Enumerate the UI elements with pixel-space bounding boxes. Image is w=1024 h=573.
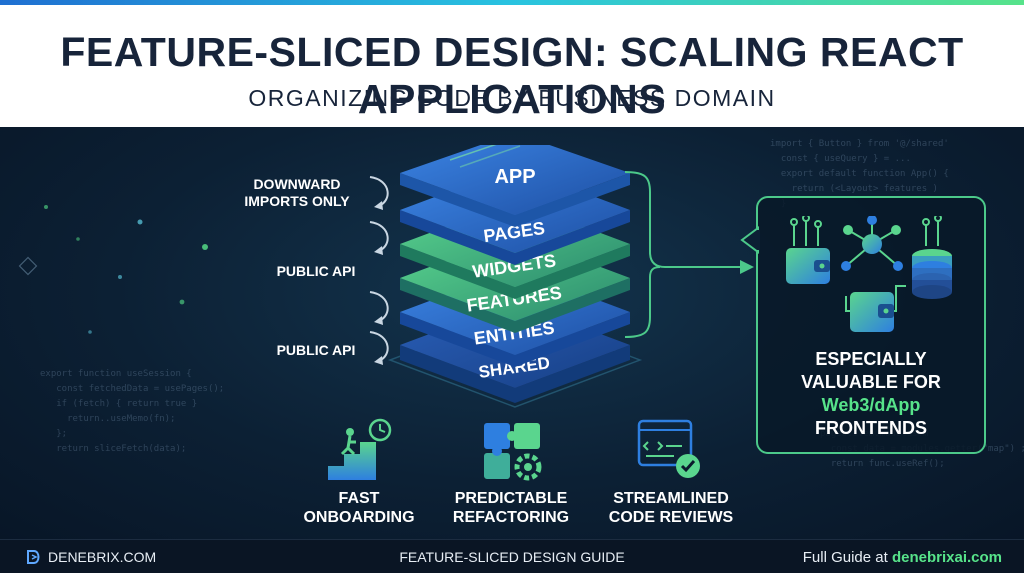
feature-label-line1: PREDICTABLE [454,490,568,507]
public-api-label-1: PUBLIC API [276,263,356,279]
footer-brand: DENEBRIX.COM [48,549,157,565]
top-accent-bar [0,0,1024,5]
public-api-label-2: PUBLIC API [276,342,356,358]
page-title: FEATURE-SLICED DESIGN: SCALING REACT APP… [60,29,964,122]
callout-pointer [740,226,760,254]
feature-label-line2: CODE REVIEWS [608,509,734,526]
feature-predictable-refactoring: PREDICTABLE REFACTORING [416,489,606,527]
brand-logo-icon [27,550,40,564]
footer-guide-url[interactable]: denebrixai.com [891,549,1002,566]
callout-text: ESPECIALLY VALUABLE FOR Web3/dApp FRONTE… [758,348,984,440]
stairs-clock-icon [328,418,392,480]
code-check-icon [637,419,700,478]
callout-highlight: Web3/dApp [821,395,921,415]
background-code-right: import { Button } from '@/shared' const … [770,139,949,209]
footer: DENEBRIX.COM FEATURE-SLICED DESIGN GUIDE… [0,539,1024,573]
feature-label-line1: FAST [338,490,380,507]
feature-label-line2: ONBOARDING [303,509,415,526]
layer-stack: SHARED ENTITIES FEATURES WIDGETS PAGES [387,145,643,408]
downward-imports-label: DOWNWARD IMPORTS ONLY [244,176,350,209]
downward-arrows [369,176,389,365]
callout-line1: ESPECIALLY [815,349,927,369]
database-icon [912,249,952,299]
footer-guide-link[interactable]: Full Guide at denebrixai.com [803,549,1002,566]
callout-line2: VALUABLE FOR [801,372,941,392]
feature-streamlined-code-reviews: STREAMLINED CODE REVIEWS [576,489,766,527]
feature-label-line2: REFACTORING [452,509,570,526]
puzzle-gear-icon [484,423,542,481]
feature-fast-onboarding: FAST ONBOARDING [264,489,454,527]
bracket-connector [624,171,754,338]
callout-line3: FRONTENDS [815,418,927,438]
footer-center-title: FEATURE-SLICED DESIGN GUIDE [399,549,625,565]
feature-label-line1: STREAMLINED [613,490,729,507]
header: FEATURE-SLICED DESIGN: SCALING REACT APP… [0,5,1024,127]
wallet-icon-2 [850,292,894,332]
background-dots [18,205,208,334]
page-subtitle: ORGANIZING CODE BY BUSINESS DOMAIN [248,85,776,111]
background-code-left: export function useSession { const fetch… [40,369,225,454]
layer-label-app: APP [494,166,535,188]
layer-app: APP [400,145,630,227]
web3-callout: ESPECIALLY VALUABLE FOR Web3/dApp FRONTE… [756,196,986,454]
web3-icons [786,216,952,332]
wallet-icon [786,248,830,284]
network-icon [841,216,903,271]
footer-guide-prefix: Full Guide at [802,549,892,566]
